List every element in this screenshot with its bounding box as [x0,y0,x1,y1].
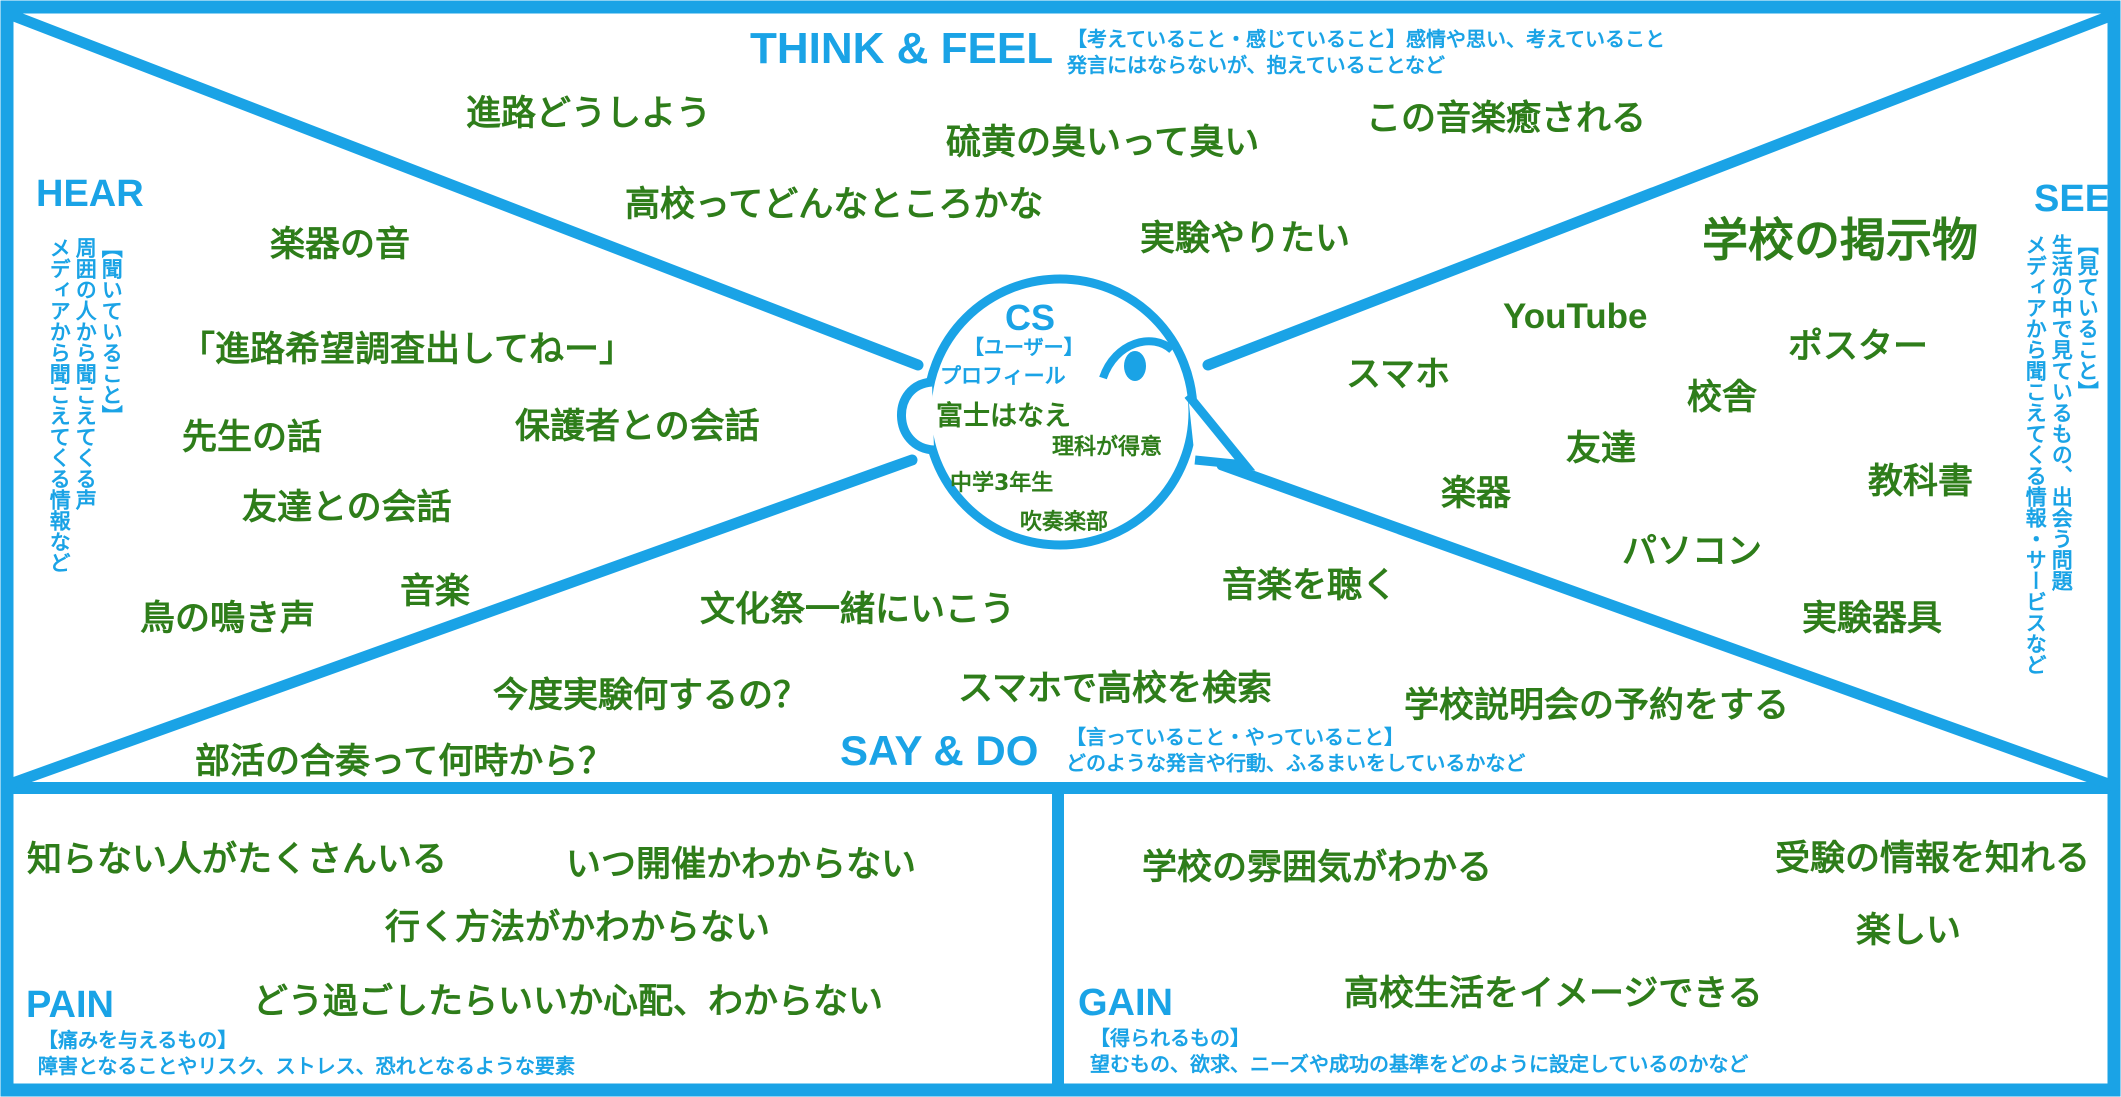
see-note: ポスター [1788,327,1929,367]
hear-note: 保護者との会話 [515,407,760,447]
think-note: 進路どうしよう [466,94,712,134]
say-do-desc-2: どのような発言や行動、ふるまいをしているかなど [1066,751,1526,775]
hear-desc-1: 【聞いていること】 [99,237,124,426]
say-note: 文化祭一緒にいこう [700,590,1016,630]
pain-note: 知らない人がたくさんいる [27,840,448,880]
hear-note: 先生の話 [182,418,323,458]
hear-note: 友達との会話 [242,488,452,528]
see-note: 友達 [1566,429,1637,469]
center-trait-2: 中学3年生 [950,471,1054,496]
gain-note: 受験の情報を知れる [1775,839,2091,879]
think-feel-title: THINK & FEEL [750,24,1054,73]
see-note: 楽器 [1441,474,1512,514]
see-note: スマホ [1346,355,1450,395]
gain-note: 高校生活をイメージできる [1344,974,1763,1014]
hear-desc-3: メディアから聞こえてくる情報など [47,237,72,573]
gain-title: GAIN [1078,982,1173,1024]
say-do-desc-1: 【言っていること・やっていること】 [1066,725,1404,749]
gain-desc-1: 【得られるもの】 [1090,1026,1250,1050]
pain-desc-2: 障害となることやリスク、ストレス、恐れとなるような要素 [38,1054,575,1078]
gain-note: 学校の雰囲気がわかる [1142,848,1493,888]
gain-note: 楽しい [1856,911,1962,951]
see-note: 校舎 [1687,378,1758,418]
diagonal-bottom-right [1216,459,2120,792]
center-name: 富士はなえ [936,401,1071,432]
see-desc-3: メディアから聞こえてくる情報・サービスなど [2023,234,2048,675]
think-feel-desc-1: 【考えていること・感じていること】感情や思い、考えていること [1067,27,1665,51]
center-trait-3: 吹奏楽部 [1020,510,1109,535]
see-note: 教科書 [1868,462,1974,502]
see-note: パソコン [1622,532,1763,572]
see-desc-1: 【見ていること】 [2075,234,2100,402]
eye-pupil [1124,351,1146,381]
hear-title: HEAR [36,173,144,215]
pain-title: PAIN [26,984,114,1026]
hear-note: 楽器の音 [270,225,411,265]
center-trait-1: 理科が得意 [1052,435,1163,460]
think-feel-desc-2: 発言にはならないが、抱えていることなど [1067,53,1445,77]
diagonal-top-left [8,10,924,371]
diagonal-bottom-left [4,454,918,790]
eye [1099,337,1175,380]
say-note: 学校説明会の予約をする [1404,686,1790,726]
see-note: YouTube [1503,297,1648,336]
center-label-2: プロフィール [940,364,1066,388]
pain-note: どう過ごしたらいいか心配、わからない [253,982,884,1022]
think-note: 硫黄の臭いって臭い [946,123,1260,163]
think-note: この音楽癒される [1366,99,1647,139]
hear-note: 鳥の鳴き声 [140,599,316,639]
gain-desc-2: 望むもの、欲求、ニーズや成功の基準をどのように設定しているのかなど [1090,1052,1749,1076]
see-note: 学校の掲示物 [1702,213,1978,267]
think-note: 高校ってどんなところかな [625,185,1044,225]
pain-desc-1: 【痛みを与えるもの】 [38,1028,238,1052]
see-note: 実験器具 [1802,599,1943,639]
pain-note: いつ開催かわからない [566,845,917,885]
diagonal-top-right [1202,10,2116,371]
nose [1184,392,1256,471]
ear [897,377,935,455]
see-title: SEE [2034,178,2111,220]
hear-desc-2: 周囲の人から聞こえてくる声 [73,237,98,510]
say-note: 音楽を聴く [1222,566,1398,606]
say-note: 今度実験何するの？ [493,676,809,716]
say-do-title: SAY & DO [840,727,1039,774]
see-desc-2: 生活の中で見ているもの、出会う問題 [2049,234,2074,591]
say-note: スマホで高校を検索 [958,669,1272,709]
hear-note: 「進路希望調査出してねー」 [180,330,634,370]
say-note: 部活の合奏って何時から？ [195,742,614,782]
think-note: 実験やりたい [1140,219,1351,259]
hear-note: 音楽 [400,572,471,612]
center-label-1: 【ユーザー】 [964,335,1084,359]
pain-note: 行く方法がかわからない [385,908,771,948]
center-title: CS [1005,297,1056,338]
